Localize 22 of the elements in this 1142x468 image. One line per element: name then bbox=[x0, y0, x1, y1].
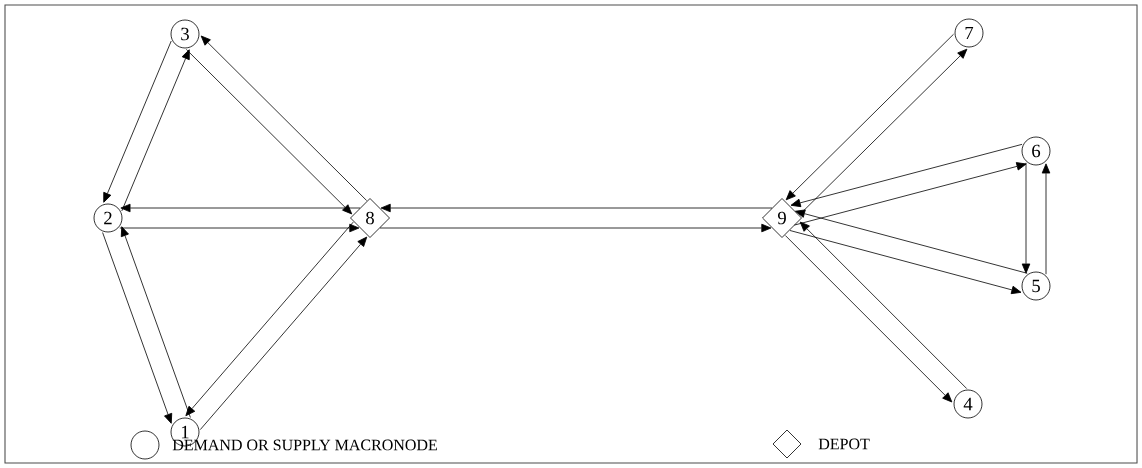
arrow bbox=[103, 40, 172, 203]
arrow bbox=[785, 33, 954, 201]
arrow bbox=[185, 221, 354, 417]
arrow bbox=[789, 230, 1022, 295]
arrow bbox=[793, 162, 1027, 226]
arrow bbox=[199, 236, 368, 430]
arrow bbox=[120, 203, 361, 213]
arrow bbox=[784, 235, 953, 403]
arrow bbox=[200, 35, 368, 201]
arrow bbox=[102, 232, 173, 424]
arrow bbox=[379, 223, 772, 233]
arrow bbox=[790, 143, 1023, 208]
arrow bbox=[1041, 163, 1051, 275]
arrow bbox=[119, 223, 360, 233]
arrow bbox=[185, 49, 353, 215]
arrow bbox=[120, 226, 191, 418]
arrow bbox=[799, 221, 968, 389]
legend-label: DEPOT bbox=[818, 438, 870, 450]
arrow bbox=[795, 209, 1028, 274]
arrow bbox=[1021, 162, 1031, 274]
arrow bbox=[380, 203, 773, 213]
arrow bbox=[121, 49, 190, 212]
